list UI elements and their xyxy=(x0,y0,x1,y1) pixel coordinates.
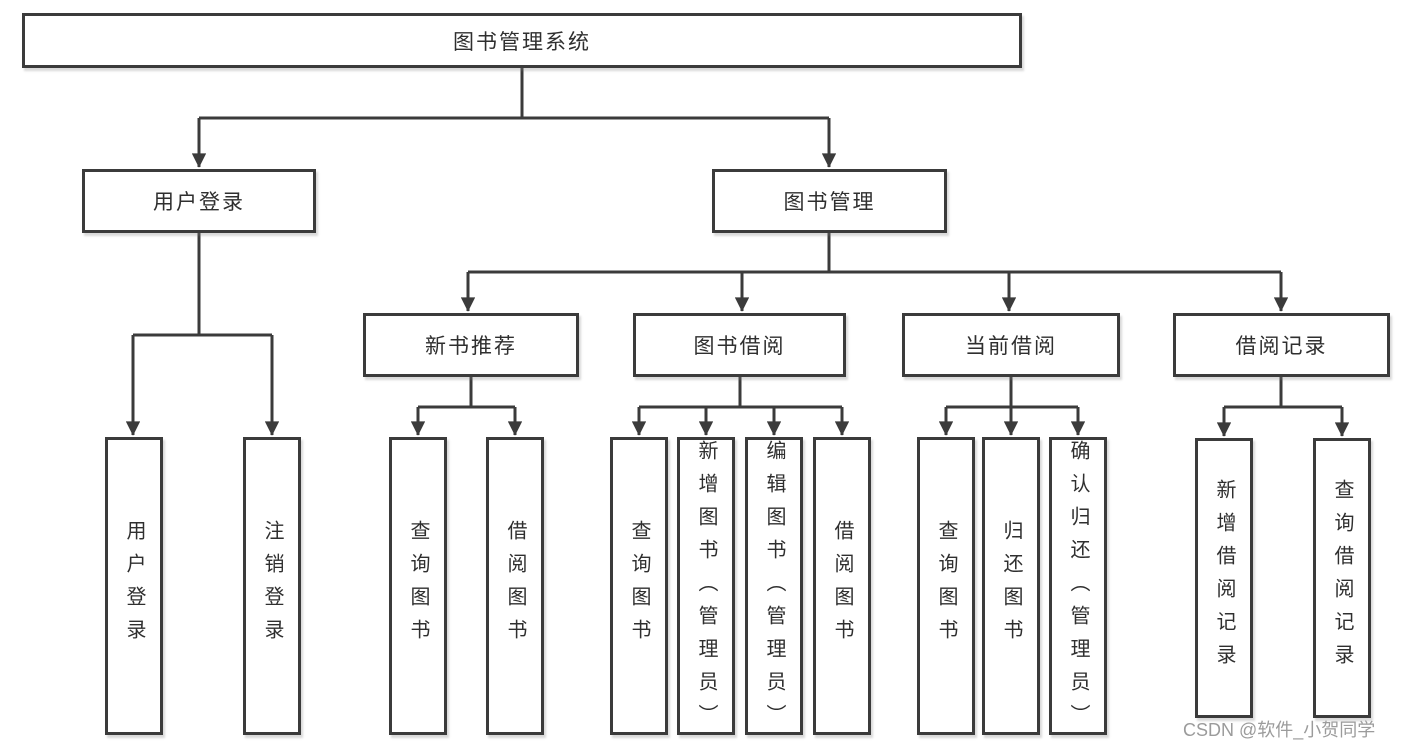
leaf-label: 确认归还（管理员） xyxy=(1067,440,1089,737)
node-book-borrowing: 图书借阅 xyxy=(633,313,846,377)
leaf-label: 编辑图书（管理员） xyxy=(763,440,785,737)
node-label: 用户登录 xyxy=(153,191,245,214)
node-new-book-recommend: 新书推荐 xyxy=(363,313,579,377)
leaf-confirm-return-admin: 确认归还（管理员） xyxy=(1049,437,1107,737)
tree-wires xyxy=(133,68,1342,409)
leaf-label: 新增图书（管理员） xyxy=(695,440,717,737)
leaf-borrow-books: 借阅图书 xyxy=(813,437,871,735)
node-label: 图书借阅 xyxy=(693,335,786,358)
leaf-logout: 注销登录 xyxy=(243,437,301,735)
leaf-query-books-recommend: 查询图书 xyxy=(389,437,447,735)
node-label: 新书推荐 xyxy=(425,335,517,358)
node-borrowing-records: 借阅记录 xyxy=(1173,313,1390,377)
leaf-query-borrow-record: 查询借阅记录 xyxy=(1313,438,1371,718)
leaf-label: 注销登录 xyxy=(261,520,283,652)
node-label: 图书管理 xyxy=(783,191,876,214)
leaf-query-books-borrowing: 查询图书 xyxy=(610,437,668,735)
node-label: 借阅记录 xyxy=(1235,335,1328,358)
leaf-label: 借阅图书 xyxy=(831,520,853,652)
leaf-return-book: 归还图书 xyxy=(982,437,1040,735)
leaf-user-login: 用户登录 xyxy=(105,437,163,735)
leaf-label: 查询图书 xyxy=(628,520,650,652)
node-book-management: 图书管理 xyxy=(712,169,947,233)
leaf-label: 查询图书 xyxy=(935,520,957,652)
leaf-label: 新增借阅记录 xyxy=(1213,479,1235,677)
leaf-query-books-current: 查询图书 xyxy=(917,437,975,735)
leaf-label: 用户登录 xyxy=(123,520,145,652)
leaf-add-borrow-record: 新增借阅记录 xyxy=(1195,438,1253,718)
watermark-text: CSDN @软件_小贺同学 xyxy=(1183,720,1376,740)
node-user-login: 用户登录 xyxy=(82,169,316,233)
node-current-borrowing: 当前借阅 xyxy=(902,313,1120,377)
leaf-label: 归还图书 xyxy=(1000,520,1022,652)
leaf-label: 查询借阅记录 xyxy=(1331,479,1353,677)
leaf-borrow-books-recommend: 借阅图书 xyxy=(486,437,544,735)
leaf-edit-book-admin: 编辑图书（管理员） xyxy=(745,437,803,737)
node-label: 当前借阅 xyxy=(965,335,1057,358)
leaf-add-book-admin: 新增图书（管理员） xyxy=(677,437,735,737)
node-label: 图书管理系统 xyxy=(453,30,591,54)
node-library-system: 图书管理系统 xyxy=(22,13,1022,68)
leaf-label: 借阅图书 xyxy=(504,520,526,652)
leaf-label: 查询图书 xyxy=(407,520,429,652)
